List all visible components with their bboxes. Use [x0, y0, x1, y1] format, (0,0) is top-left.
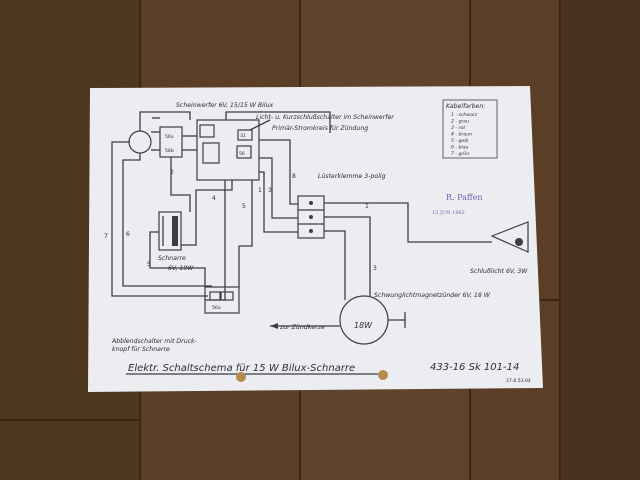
label-schnarre: Schnarre	[158, 255, 186, 262]
terminal-56a: 56a	[165, 134, 174, 140]
legend-item-5: 5 - gelb	[451, 138, 469, 144]
wire-number-3b: 3	[373, 265, 377, 272]
cable-color-legend: Kabelfarben: 1 - schwarz 2 - grau 3 - ro…	[442, 99, 498, 159]
wire-number-3: 3	[268, 187, 272, 194]
label-luesterklemme: Lüsterklemme 3-polig	[318, 172, 386, 180]
label-schlusslicht: Schlußlicht 6V, 3W	[470, 267, 528, 275]
wire-number-8: 8	[292, 173, 296, 180]
terminal-56b: 56b	[165, 148, 174, 154]
wire-number-5b: 5	[242, 203, 246, 210]
legend-item-7: 7 - grün	[451, 151, 469, 157]
wire-number-7: 7	[104, 233, 108, 240]
legend-title: Kabelfarben:	[446, 103, 485, 110]
terminal-56a-dimmer: 56a	[212, 305, 221, 311]
horn-symbol	[158, 211, 182, 251]
legend-item-2: 2 - grau	[451, 119, 469, 125]
wiring	[111, 111, 492, 329]
label-licht-schalter: Licht- u. Kurzschlußschalter im Scheinwe…	[256, 113, 394, 121]
label-zuendkerze: zur Zündkerze	[279, 324, 325, 331]
wire-number-2: 2	[170, 169, 174, 176]
legend-item-6: 6 - blau	[451, 145, 469, 151]
punch-hole-left	[236, 372, 246, 382]
label-schnarre-spec: 6V, 19W	[168, 265, 194, 272]
legend-item-3: 3 - rot	[451, 125, 465, 131]
terminal-31: 31	[240, 133, 246, 139]
label-abblend-1: Abblendschalter mit Druck-	[111, 337, 197, 345]
wire-number-5: 5	[147, 261, 151, 268]
footer-title: Elektr. Schaltschema für 15 W Bilux-Schn…	[128, 363, 355, 374]
terminal-56: 56	[239, 151, 245, 157]
footer-small: 27.8.53.04	[506, 378, 531, 384]
stamp-date: 15 JUN 1962	[432, 210, 465, 216]
stamp-name: R. Paffen	[446, 193, 482, 202]
punch-hole-right	[378, 370, 388, 380]
label-magnet-watt: 18W	[354, 321, 373, 330]
label-abblend-2: knopf für Schnarre	[112, 346, 170, 353]
footer-code: 433-16 Sk 101-14	[430, 362, 519, 373]
label-primaer: Primär-Stromkreis für Zündung	[272, 124, 368, 132]
legend-item-1: 1 - schwarz	[451, 112, 478, 118]
terminal-strip-symbol	[297, 195, 325, 239]
tail-light-symbol	[490, 221, 529, 253]
paper-sheet	[88, 86, 543, 392]
wire-number-4: 4	[212, 195, 216, 202]
label-schwunglicht: Schwunglichtmagnetzünder 6V, 18 W	[374, 291, 491, 299]
wire-number-6: 6	[126, 231, 130, 238]
legend-item-4: 4 - braun	[451, 132, 472, 138]
label-scheinwerfer: Scheinwerfer 6V, 15/15 W Bilux	[176, 102, 273, 109]
wire-number-1b: 1	[365, 203, 369, 210]
wire-number-1: 1	[258, 187, 262, 194]
owner-stamp: R. Paffen 15 JUN 1962	[432, 193, 482, 216]
